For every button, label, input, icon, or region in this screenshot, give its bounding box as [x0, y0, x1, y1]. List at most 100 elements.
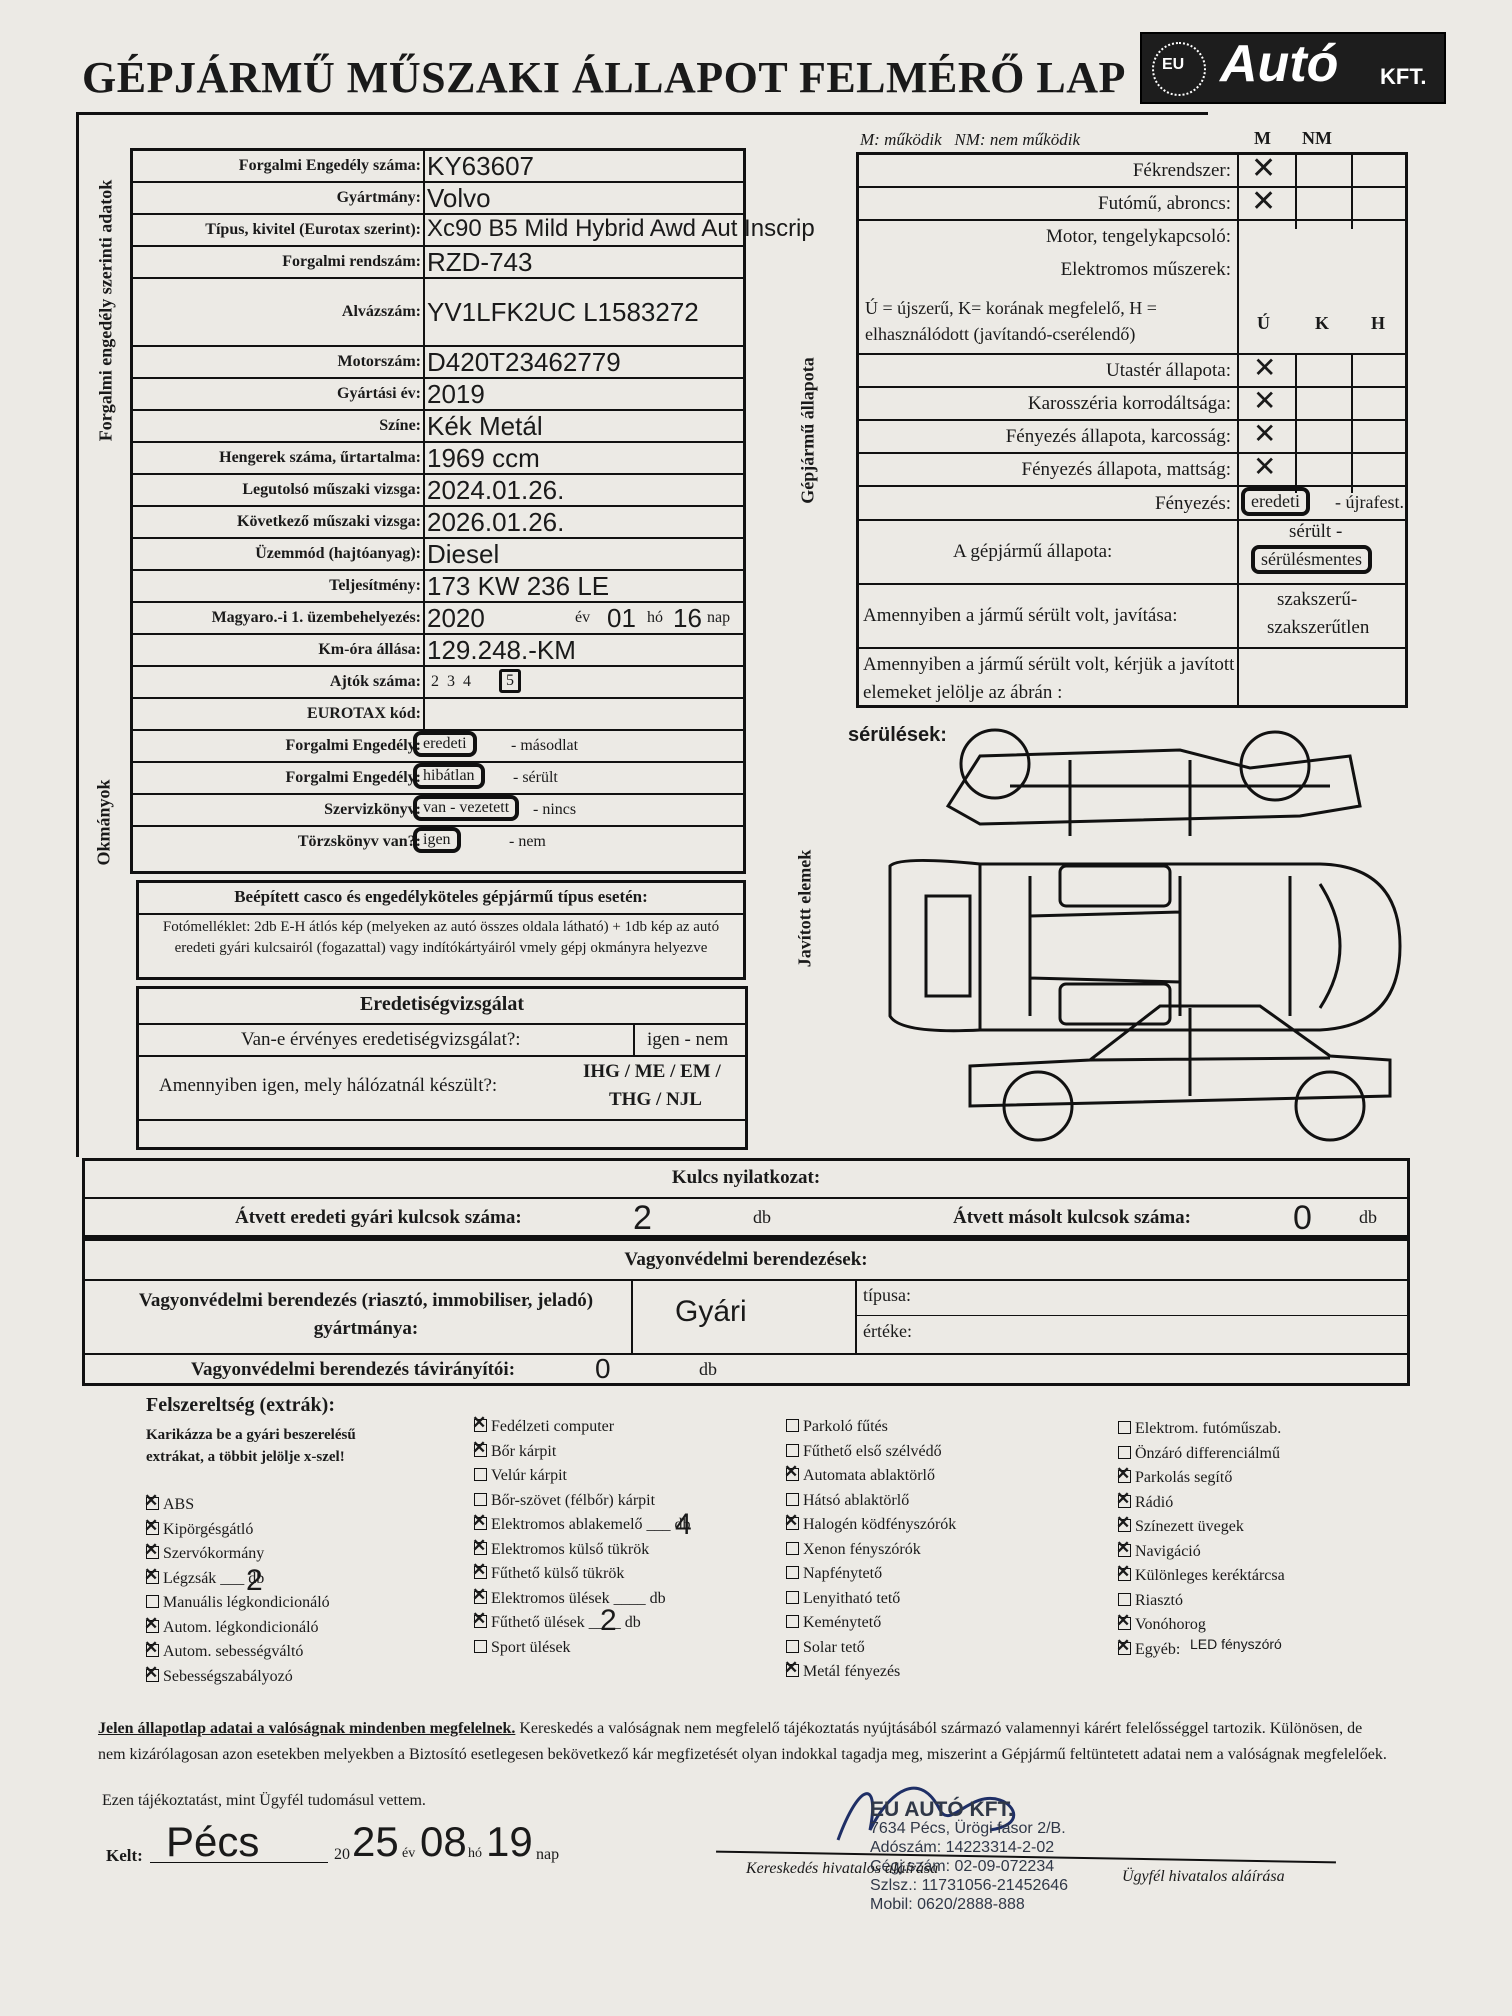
checkbox-icon[interactable] [144, 1638, 159, 1658]
security-erteke[interactable]: értéke: [863, 1321, 912, 1341]
extra-item[interactable]: Navigáció [1116, 1538, 1201, 1561]
fenyezes-rest[interactable]: - újrafest. [1335, 492, 1404, 512]
checkbox-icon[interactable] [786, 1615, 799, 1628]
doors-selected[interactable]: 5 [499, 669, 521, 693]
checkbox-icon[interactable] [786, 1566, 799, 1579]
fenyezes-selected[interactable]: eredeti [1241, 487, 1310, 516]
keys-copy-value[interactable]: 0 [1293, 1199, 1312, 1237]
car-damage-diagram[interactable] [860, 716, 1420, 1148]
extra-item[interactable]: Légzsák ___ db [144, 1565, 264, 1588]
checkbox-icon[interactable] [786, 1541, 799, 1555]
document-row-rest[interactable]: - nem [509, 833, 546, 850]
extra-item[interactable]: Elektromos ülések ____ db [472, 1585, 666, 1608]
extra-item[interactable]: Metál fényezés [784, 1658, 900, 1681]
vehicle-row-value[interactable]: KY63607 [427, 151, 534, 181]
security-remote-value[interactable]: 0 [595, 1353, 611, 1384]
date-month[interactable]: 08 [420, 1818, 467, 1865]
extra-item[interactable]: Halogén ködfényszórók [784, 1511, 956, 1534]
document-row-selected[interactable]: eredeti [413, 731, 477, 757]
extra-item[interactable]: Bőr kárpit [472, 1438, 556, 1461]
checkbox-icon[interactable] [472, 1511, 487, 1531]
vehicle-row-value[interactable]: Xc90 B5 Mild Hybrid Awd Aut Inscrip [427, 215, 815, 242]
date-place[interactable]: Pécs [166, 1818, 260, 1865]
vehicle-row-value[interactable]: D420T23462779 [427, 347, 621, 377]
extra-item[interactable]: Xenon fényszórók [786, 1541, 921, 1559]
extra-item[interactable]: Fűthető első szélvédő [786, 1443, 942, 1461]
extra-item[interactable]: Bőr-szövet (félbőr) kárpit [474, 1492, 655, 1510]
doors-options[interactable]: 2 3 4 [431, 673, 471, 690]
extra-item[interactable]: Elektrom. futóműszab. [1118, 1420, 1281, 1438]
extra-item[interactable]: Riasztó [1118, 1592, 1183, 1610]
extra-item[interactable]: Elektromos külső tükrök [472, 1536, 649, 1559]
vehicle-row-value[interactable]: RZD-743 [427, 247, 533, 277]
document-row-rest[interactable]: - sérült [513, 769, 558, 786]
extra-item[interactable]: Hátsó ablaktörlő [786, 1492, 909, 1510]
checkbox-icon[interactable] [474, 1639, 487, 1653]
extra-item[interactable]: Fűthető ülések ____ db [472, 1609, 641, 1632]
extra-item[interactable]: Autom. légkondicionáló [144, 1614, 319, 1637]
checkbox-icon[interactable] [784, 1511, 799, 1531]
extra-item[interactable]: Lenyitható tető [786, 1590, 900, 1608]
checkbox-icon[interactable] [786, 1419, 799, 1432]
checkbox-icon[interactable] [144, 1540, 159, 1560]
extra-item[interactable]: Különleges keréktárcsa [1116, 1562, 1285, 1585]
document-row-rest[interactable]: - nincs [533, 801, 577, 818]
extra-item[interactable]: Autom. sebességváltó [144, 1638, 303, 1661]
checkbox-icon[interactable] [784, 1658, 799, 1678]
extra-item[interactable]: Keménytető [786, 1614, 881, 1632]
checkbox-icon[interactable] [144, 1491, 159, 1511]
checkbox-icon[interactable] [472, 1585, 487, 1605]
extra-item[interactable]: Elektromos ablakemelő ___ db [472, 1511, 691, 1534]
first-reg-day[interactable]: 16 [673, 603, 702, 633]
extra-item[interactable]: Manuális légkondicionáló [146, 1594, 330, 1612]
checkbox-icon[interactable] [472, 1560, 487, 1580]
checkbox-icon[interactable] [1116, 1489, 1131, 1509]
extra-item[interactable]: Automata ablaktörlő [784, 1462, 935, 1485]
javitas-opt2[interactable]: szakszerűtlen [1267, 617, 1370, 638]
checkbox-icon[interactable] [472, 1438, 487, 1458]
km-value[interactable]: 129.248.-KM [427, 635, 576, 665]
ablak-count[interactable]: 4 [675, 1508, 692, 1541]
keys-orig-value[interactable]: 2 [633, 1199, 652, 1237]
extra-item[interactable]: Solar tető [786, 1639, 865, 1657]
checkbox-icon[interactable] [144, 1614, 159, 1634]
extra-item[interactable]: Parkolás segítő [1116, 1464, 1232, 1487]
checkbox-icon[interactable] [1116, 1513, 1131, 1533]
checkbox-icon[interactable] [1116, 1538, 1131, 1558]
ules-count[interactable]: 2 [600, 1604, 617, 1637]
state-m-row-mark[interactable]: ✕ [1251, 185, 1277, 218]
security-maker-value[interactable]: Gyári [675, 1295, 747, 1328]
checkbox-icon[interactable] [146, 1595, 159, 1608]
extra-item[interactable]: Sport ülések [474, 1639, 571, 1657]
extra-item[interactable]: Rádió [1116, 1489, 1173, 1512]
checkbox-icon[interactable] [1118, 1421, 1131, 1434]
vehicle-row-value[interactable]: 1969 ccm [427, 443, 540, 473]
checkbox-icon[interactable] [472, 1609, 487, 1629]
date-year[interactable]: 25 [352, 1818, 399, 1865]
checkbox-icon[interactable] [144, 1516, 159, 1536]
date-day[interactable]: 19 [486, 1818, 533, 1865]
checkbox-icon[interactable] [786, 1492, 799, 1506]
vehicle-row-value[interactable]: 2019 [427, 379, 485, 409]
checkbox-icon[interactable] [472, 1413, 487, 1433]
state-u-row-mark[interactable]: ✕ [1253, 352, 1277, 383]
extra-item[interactable]: Vonóhorog [1116, 1611, 1206, 1634]
state-m-row-mark[interactable]: ✕ [1251, 152, 1277, 185]
extra-item[interactable]: Kipörgésgátló [144, 1516, 253, 1539]
checkbox-icon[interactable] [144, 1565, 159, 1585]
legzsak-count[interactable]: 2 [246, 1564, 263, 1597]
vehicle-row-value[interactable]: Volvo [427, 183, 491, 213]
vehicle-row-value[interactable]: YV1LFK2UC L1583272 [427, 297, 699, 327]
document-row-rest[interactable]: - másodlat [511, 737, 579, 754]
checkbox-icon[interactable] [786, 1590, 799, 1604]
document-row-selected[interactable]: hibátlan [413, 763, 485, 789]
allapot-opt1[interactable]: sérült - [1289, 521, 1343, 542]
checkbox-icon[interactable] [1116, 1611, 1131, 1631]
vehicle-row-value[interactable]: 2026.01.26. [427, 507, 565, 537]
extra-item[interactable]: Színezett üvegek [1116, 1513, 1244, 1536]
security-tipusa[interactable]: típusa: [863, 1285, 911, 1305]
checkbox-icon[interactable] [1116, 1562, 1131, 1582]
checkbox-icon[interactable] [474, 1492, 487, 1506]
vehicle-row-value[interactable]: 173 KW 236 LE [427, 571, 610, 601]
state-u-row-mark[interactable]: ✕ [1253, 451, 1277, 482]
